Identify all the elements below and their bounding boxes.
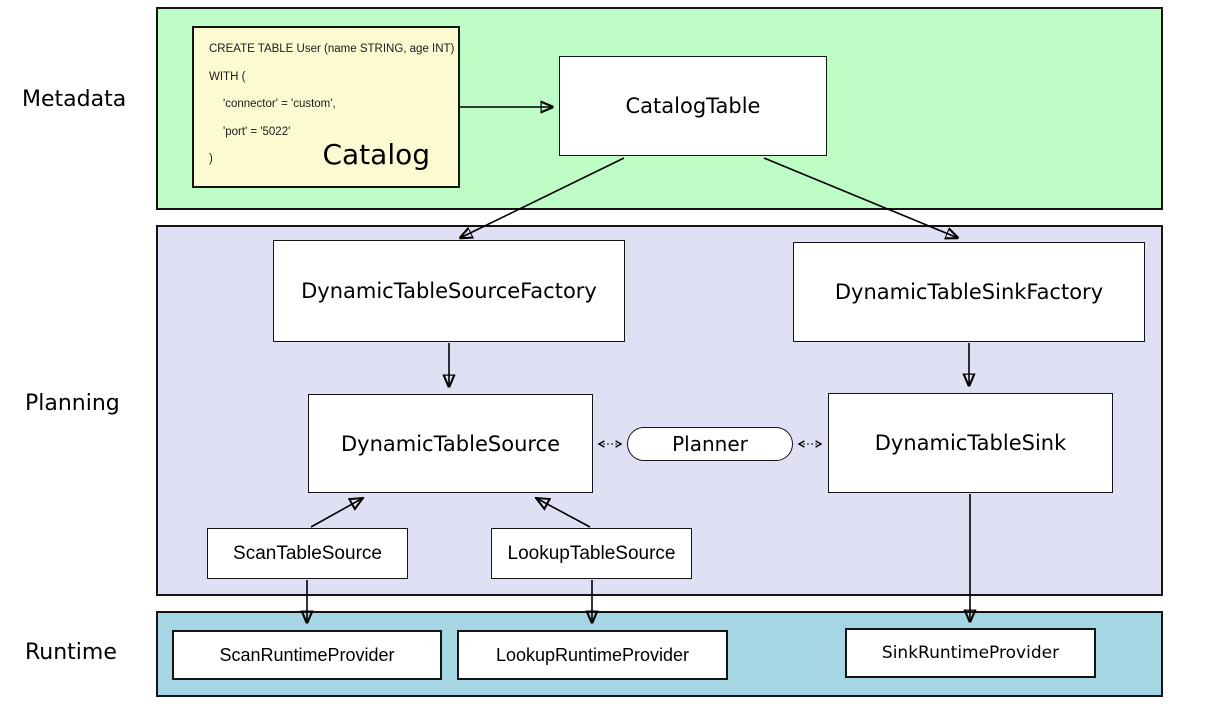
node-lookup-table-source: LookupTableSource <box>491 528 692 579</box>
sql-line: WITH ( <box>209 70 246 83</box>
catalog-label: Catalog <box>322 138 430 171</box>
sql-line: ) <box>209 153 213 165</box>
node-scan-runtime-provider: ScanRuntimeProvider <box>172 630 442 680</box>
metadata-layer-label: Metadata <box>22 87 127 112</box>
runtime-layer-label: Runtime <box>25 640 117 665</box>
node-lookup-runtime-provider: LookupRuntimeProvider <box>457 630 728 680</box>
node-dynamic-table-sink-factory: DynamicTableSinkFactory <box>793 242 1145 342</box>
planning-layer-label: Planning <box>25 391 120 416</box>
node-dynamic-table-sink: DynamicTableSink <box>828 393 1113 493</box>
arrow-catalogtable-to-source-factory <box>460 157 625 238</box>
sql-line: 'connector' = 'custom', <box>223 98 336 110</box>
arrow-catalogtable-to-sink-factory <box>763 157 958 238</box>
node-dynamic-table-source-factory: DynamicTableSourceFactory <box>273 240 625 342</box>
inheritance-scan-to-source <box>310 498 363 528</box>
node-scan-table-source: ScanTableSource <box>207 528 408 579</box>
node-catalog-table: CatalogTable <box>559 56 827 156</box>
inheritance-lookup-to-source <box>536 498 591 528</box>
node-sink-runtime-provider: SinkRuntimeProvider <box>845 628 1096 678</box>
node-dynamic-table-source: DynamicTableSource <box>308 394 593 493</box>
node-planner: Planner <box>627 427 793 461</box>
sql-line: 'port' = '5022' <box>223 125 291 138</box>
catalog-sql-snippet: CREATE TABLE User (name STRING, age INT)… <box>209 36 455 174</box>
sql-line: CREATE TABLE User (name STRING, age INT) <box>209 43 455 55</box>
catalog-box: CREATE TABLE User (name STRING, age INT)… <box>192 26 460 188</box>
